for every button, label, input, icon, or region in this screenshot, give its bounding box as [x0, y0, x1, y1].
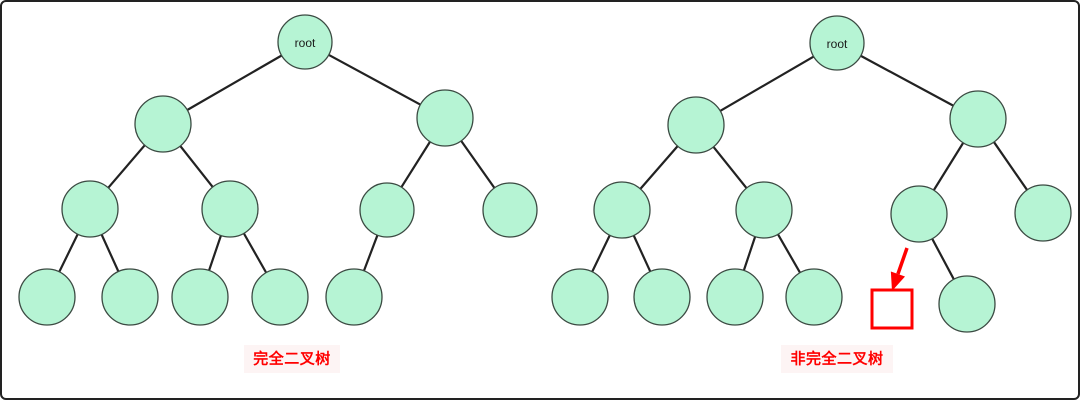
tree-edge-R0-to-R1-left	[716, 53, 818, 114]
node-circle-R2-c[interactable]	[890, 185, 948, 243]
tree-edge-L1-right-to-L2-c	[398, 138, 433, 191]
node-circle-L2-d[interactable]	[482, 182, 538, 238]
tree-edge-R2-b-to-R3-c	[741, 232, 758, 275]
node-circle-L1-left[interactable]	[134, 95, 192, 153]
node-label-L0: root	[295, 36, 316, 50]
tree-node[interactable]: root	[809, 15, 865, 71]
tree-edge-R1-right-to-R2-d	[991, 138, 1030, 194]
tree-edge-L2-b-to-L3-c	[206, 231, 224, 275]
node-circle-R3-c[interactable]	[706, 268, 764, 326]
tree-node[interactable]	[171, 268, 229, 326]
node-circle-L1-right[interactable]	[416, 89, 474, 147]
node-circle-R1-right[interactable]	[949, 90, 1007, 148]
tree-edge-L2-a-to-L3-b	[99, 230, 121, 276]
caption-background-complete-binary-tree	[244, 345, 340, 373]
annotations-layer	[870, 247, 914, 330]
tree-edge-R1-left-to-R2-b	[710, 143, 750, 192]
tree-node[interactable]	[633, 268, 691, 326]
node-circle-R0[interactable]	[809, 15, 865, 71]
tree-edge-R2-b-to-R3-d	[775, 230, 803, 277]
node-circle-R2-d[interactable]	[1014, 184, 1072, 242]
tree-node[interactable]	[61, 180, 119, 238]
node-circle-R2-b[interactable]	[735, 181, 793, 239]
caption-complete-binary-tree: 完全二叉树	[253, 350, 331, 368]
node-circle-L0[interactable]	[277, 14, 333, 70]
tree-edge-L0-to-L1-right	[324, 52, 425, 108]
missing-node-slot	[870, 288, 914, 330]
tree-edge-L2-a-to-L3-a	[56, 230, 81, 276]
node-circle-L3-e[interactable]	[325, 268, 383, 326]
node-circle-R3-e[interactable]	[938, 275, 996, 333]
tree-edge-L0-to-L1-left	[183, 52, 286, 113]
tree-edge-R2-a-to-R3-b	[631, 231, 653, 276]
tree-node[interactable]	[593, 181, 651, 239]
tree-edge-R1-left-to-R2-a	[637, 142, 681, 193]
tree-node[interactable]: root	[277, 14, 333, 70]
tree-node[interactable]	[18, 268, 76, 326]
node-circle-R3-d[interactable]	[785, 268, 843, 326]
tree-node[interactable]	[949, 90, 1007, 148]
node-circle-L3-d[interactable]	[251, 268, 309, 326]
tree-node[interactable]	[101, 268, 159, 326]
node-circle-L2-b[interactable]	[201, 180, 259, 238]
tree-edge-R2-c-to-R3-e	[929, 234, 957, 284]
tree-node[interactable]	[551, 268, 609, 326]
tree-edge-L1-left-to-L2-b	[177, 142, 216, 191]
node-circle-L3-b[interactable]	[101, 268, 159, 326]
tree-node[interactable]	[325, 268, 383, 326]
tree-node[interactable]	[201, 180, 259, 238]
tree-node[interactable]	[890, 185, 948, 243]
tree-node[interactable]	[735, 181, 793, 239]
tree-node[interactable]	[785, 268, 843, 326]
node-circle-L2-a[interactable]	[61, 180, 119, 238]
caption-incomplete-binary-tree: 非完全二叉树	[790, 350, 883, 368]
tree-edge-R1-right-to-R2-c	[931, 139, 966, 194]
captions-layer: 完全二叉树 非完全二叉树	[244, 345, 893, 373]
tree-node[interactable]	[134, 95, 192, 153]
tree-node[interactable]	[1014, 184, 1072, 242]
caption-background-incomplete-binary-tree	[781, 345, 893, 373]
node-circle-L3-c[interactable]	[171, 268, 229, 326]
node-label-R0: root	[827, 37, 848, 51]
tree-edges-layer	[56, 52, 1030, 284]
node-circle-R3-a[interactable]	[551, 268, 609, 326]
node-circle-R3-b[interactable]	[633, 268, 691, 326]
tree-node[interactable]	[359, 182, 415, 238]
node-circle-R1-left[interactable]	[667, 96, 725, 154]
tree-node[interactable]	[251, 268, 309, 326]
node-circle-R2-a[interactable]	[593, 181, 651, 239]
tree-node[interactable]	[416, 89, 474, 147]
tree-edge-R0-to-R1-right	[857, 53, 958, 109]
tree-node[interactable]	[482, 182, 538, 238]
node-circle-L2-c[interactable]	[359, 182, 415, 238]
tree-edge-L2-c-to-L3-e	[361, 231, 380, 275]
arrow-head	[890, 271, 906, 291]
tree-node[interactable]	[667, 96, 725, 154]
missing-node-arrow	[890, 247, 909, 291]
tree-node[interactable]	[706, 268, 764, 326]
tree-node[interactable]	[938, 275, 996, 333]
arrow-shaft	[896, 247, 909, 275]
tree-edge-L1-left-to-L2-a	[105, 141, 148, 192]
tree-edge-L1-right-to-L2-d	[458, 137, 498, 192]
tree-edge-L2-b-to-L3-d	[241, 229, 269, 277]
node-circle-L3-a[interactable]	[18, 268, 76, 326]
tree-edge-R2-a-to-R3-a	[589, 231, 613, 276]
tree-nodes-layer: root root	[18, 14, 1072, 333]
